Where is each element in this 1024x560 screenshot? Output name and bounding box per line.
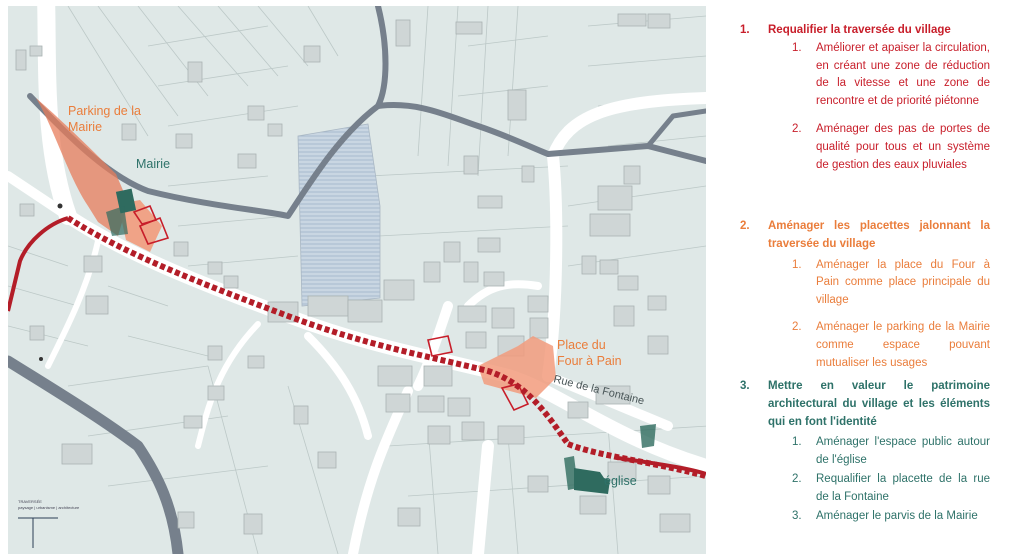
section-title: Requalifier la traversée du village [768, 24, 951, 36]
item-number: 2. [792, 122, 802, 135]
site-plan-map: Parking de la Mairie Mairie Place du Fou… [8, 6, 706, 554]
section-title: Aménager les placettes jalonnant la trav… [768, 220, 990, 250]
legend-item: 1. Aménager l'espace public autour de l'… [792, 434, 990, 470]
item-text: Aménager le parking de la Mairie comme e… [816, 320, 990, 369]
scale-bar: TRAVERSÉE paysage | urbanisme | architec… [18, 499, 80, 548]
scale-caption-line1: TRAVERSÉE [18, 499, 42, 504]
legend-item: 2. Aménager le parking de la Mairie comm… [792, 319, 990, 372]
scale-caption-line2: paysage | urbanisme | architecture [18, 505, 80, 510]
legend-item: 2. Aménager des pas de portes de qualité… [792, 121, 990, 174]
item-number: 3. [792, 509, 802, 522]
item-text: Aménager la place du Four à Pain comme p… [816, 258, 990, 307]
mairie-label: Mairie [136, 157, 170, 171]
item-text: Requalifier la placette de la rue de la … [816, 472, 990, 503]
item-number: 2. [792, 320, 802, 333]
item-text: Aménager le parvis de la Mairie [816, 509, 978, 522]
legend-panel: 1. Requalifier la traversée du village 1… [740, 22, 990, 542]
fontaine-placette [640, 424, 656, 448]
item-text: Aménager des pas de portes de qualité po… [816, 122, 990, 171]
parking-label-line1: Parking de la [68, 104, 141, 118]
legend-item: 1. Améliorer et apaiser la circulation, … [792, 40, 990, 111]
item-text: Aménager l'espace public autour de l'égl… [816, 436, 990, 467]
legend-section-1: 1. Requalifier la traversée du village 1… [740, 22, 990, 174]
parking-label-line2: Mairie [68, 120, 102, 134]
item-number: 2. [792, 472, 802, 485]
place-label-line2: Four à Pain [557, 354, 622, 368]
legend-item: 1. Aménager la place du Four à Pain comm… [792, 257, 990, 310]
junction-marker [57, 203, 63, 209]
section-title: Mettre en valeur le patrimoine architect… [768, 380, 990, 428]
parcel-lines [8, 6, 706, 554]
buildings [15, 13, 691, 535]
item-text: Améliorer et apaiser la circulation, en … [816, 41, 990, 108]
section-number: 3. [740, 380, 750, 392]
place-four-a-pain-zone [478, 336, 556, 398]
mairie-parvis [106, 206, 128, 236]
item-number: 1. [792, 436, 802, 449]
traversee-road [8, 215, 706, 479]
eglise-building [574, 468, 610, 494]
legend-section-3: 3. Mettre en valeur le patrimoine archit… [740, 378, 990, 525]
legend-item: 2. Requalifier la placette de la rue de … [792, 471, 990, 507]
eglise-label: église [604, 474, 637, 488]
item-number: 1. [792, 258, 802, 271]
map-canvas: Parking de la Mairie Mairie Place du Fou… [8, 6, 706, 554]
place-label-line1: Place du [557, 338, 606, 352]
junction-marker [39, 357, 43, 361]
legend-item: 3. Aménager le parvis de la Mairie [792, 508, 990, 526]
legend-section-2: 2. Aménager les placettes jalonnant la t… [740, 218, 990, 372]
red-outline-plots [132, 204, 530, 412]
hatched-field [297, 123, 381, 307]
teal-zones [106, 188, 656, 494]
section-number: 2. [740, 220, 750, 232]
section-number: 1. [740, 24, 750, 36]
parking-mairie-zone [36, 98, 128, 236]
item-number: 1. [792, 41, 802, 54]
